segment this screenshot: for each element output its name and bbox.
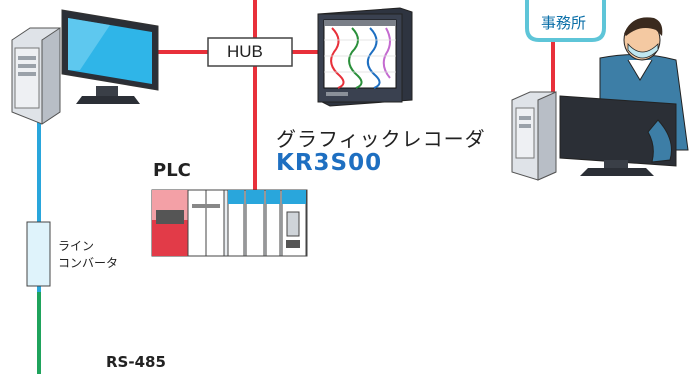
line-converter-box [26, 221, 51, 287]
line-converter-label-line2: コンバータ [58, 256, 119, 270]
hub-label: HUB [227, 42, 263, 61]
recorder-model: KR3S00 [276, 150, 383, 176]
plc-icon [151, 189, 308, 257]
recorder-name: グラフィックレコーダ [276, 127, 486, 151]
plc-label: PLC [153, 160, 191, 181]
line-converter-label: ライン コンバータ [58, 238, 118, 272]
rs485-label: RS-485 [106, 353, 166, 371]
ethernet-connections [150, 0, 555, 190]
office-worker-icon [511, 17, 689, 181]
hub-box [207, 37, 293, 67]
graphic-recorder-icon [317, 7, 413, 107]
desktop-pc-icon [11, 9, 159, 125]
office-label: 事務所 [541, 14, 587, 32]
office-label-frame [525, 0, 606, 42]
line-converter-label-line1: ライン [58, 239, 95, 253]
